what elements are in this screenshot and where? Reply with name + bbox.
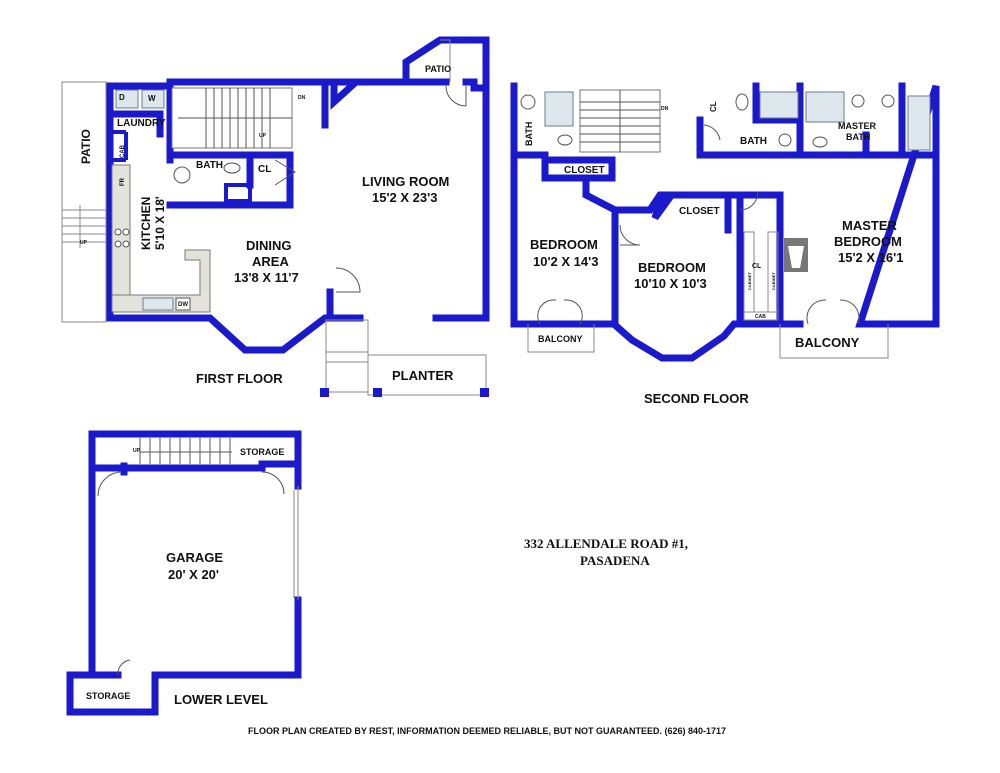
fridge-label: FR [120, 177, 126, 186]
laundry-label: LAUNDRY [117, 118, 166, 129]
bedroom1-dimensions: 10'2 X 14'3 [533, 254, 598, 269]
address-line-1: 332 ALLENDALE ROAD #1, [524, 536, 688, 551]
master-bath-label-2: BATH [846, 132, 870, 142]
balcony2-label: BALCONY [795, 335, 860, 350]
first-floor-stairs [171, 87, 293, 149]
patio-top-label: PATIO [425, 64, 451, 74]
washer-label: W [148, 94, 156, 103]
dishwasher-label: DW [178, 302, 188, 308]
footer-disclaimer: FLOOR PLAN CREATED BY REST, INFORMATION … [248, 726, 726, 736]
up-label-first: UP [259, 133, 267, 139]
side-patio-outline [61, 81, 107, 323]
cab-label-master: CAB [755, 314, 766, 320]
side-patio-label: PATIO [79, 129, 93, 164]
dn-label-first: DN [298, 95, 306, 101]
second-floor: DN BATH CLOSET BEDROOM 10'2 X 14'3 BALCO… [510, 82, 940, 406]
closet1-label: CLOSET [564, 165, 605, 176]
master-bedroom-label-2: BEDROOM [834, 234, 902, 249]
dining-label-2: AREA [252, 254, 289, 269]
planter-label: PLANTER [392, 368, 454, 383]
storage-bottom-label: STORAGE [86, 691, 130, 701]
bath1-toilet [173, 166, 191, 184]
lower-stairs [139, 438, 232, 464]
dryer [115, 89, 139, 109]
bath-upper-left-label: BATH [524, 122, 534, 146]
second-floor-stairs [579, 89, 661, 153]
balcony1-label: BALCONY [538, 334, 583, 344]
planter [367, 354, 487, 396]
bedroom2-dimensions: 10'10 X 10'3 [634, 276, 707, 291]
entry-walk [325, 319, 369, 393]
washer [141, 89, 165, 109]
master-bedroom-dimensions: 15'2 X 16'1 [838, 250, 903, 265]
address-line-2: PASADENA [580, 553, 650, 568]
first-floor: D W LAUNDRY CAB FR DW KITCHEN 5'10 X 18'… [61, 36, 490, 397]
dryer-label: D [119, 93, 125, 102]
first-floor-interior-walls [106, 78, 450, 209]
bedroom2-label: BEDROOM [638, 260, 706, 275]
up-label-lower: UP [133, 448, 141, 454]
cl3-label: CL [752, 263, 762, 270]
kitchen-label: KITCHEN [139, 197, 153, 250]
patio-steps [62, 205, 106, 248]
master-bedroom-label-1: MASTER [842, 218, 898, 233]
cl1-label: CL [258, 164, 271, 175]
second-floor-walls [510, 82, 940, 362]
kitchen-dimensions: 5'10 X 18' [153, 196, 167, 250]
balcony2-outline [779, 324, 889, 359]
kitchen-island [111, 249, 211, 313]
cabinet-label-right: CABINET [771, 272, 776, 290]
cabinet-label-left: CABINET [747, 272, 752, 290]
cl2-label: CL [709, 101, 718, 112]
dining-label-1: DINING [246, 238, 292, 253]
living-room-dimensions: 15'2 X 23'3 [372, 190, 437, 205]
lower-level: UP STORAGE GARAGE 20' X 20' STORAGE LOWE… [66, 430, 302, 716]
bathtub [907, 95, 931, 151]
up-label-patio: UP [80, 240, 88, 246]
cab-label: CAB [120, 144, 126, 158]
first-floor-title: FIRST FLOOR [196, 371, 283, 386]
kitchen-sink [142, 297, 174, 311]
living-room-label: LIVING ROOM [362, 174, 449, 189]
master-bath-label-1: MASTER [838, 121, 877, 131]
garage-dimensions: 20' X 20' [168, 567, 219, 582]
balcony1-outline [527, 324, 595, 353]
dining-dimensions: 13'8 X 11'7 [234, 270, 299, 285]
lower-level-title: LOWER LEVEL [174, 692, 268, 707]
second-floor-interior-walls [510, 82, 940, 328]
dn-label-second: DN [661, 106, 669, 112]
closet2-label: CLOSET [679, 206, 720, 217]
bedroom1-label: BEDROOM [530, 237, 598, 252]
garage-label: GARAGE [166, 550, 223, 565]
garage-walls [66, 430, 302, 716]
second-floor-title: SECOND FLOOR [644, 391, 749, 406]
storage-top-label: STORAGE [240, 447, 284, 457]
bath2-label: BATH [740, 136, 767, 147]
bath1-label: BATH [196, 160, 223, 171]
